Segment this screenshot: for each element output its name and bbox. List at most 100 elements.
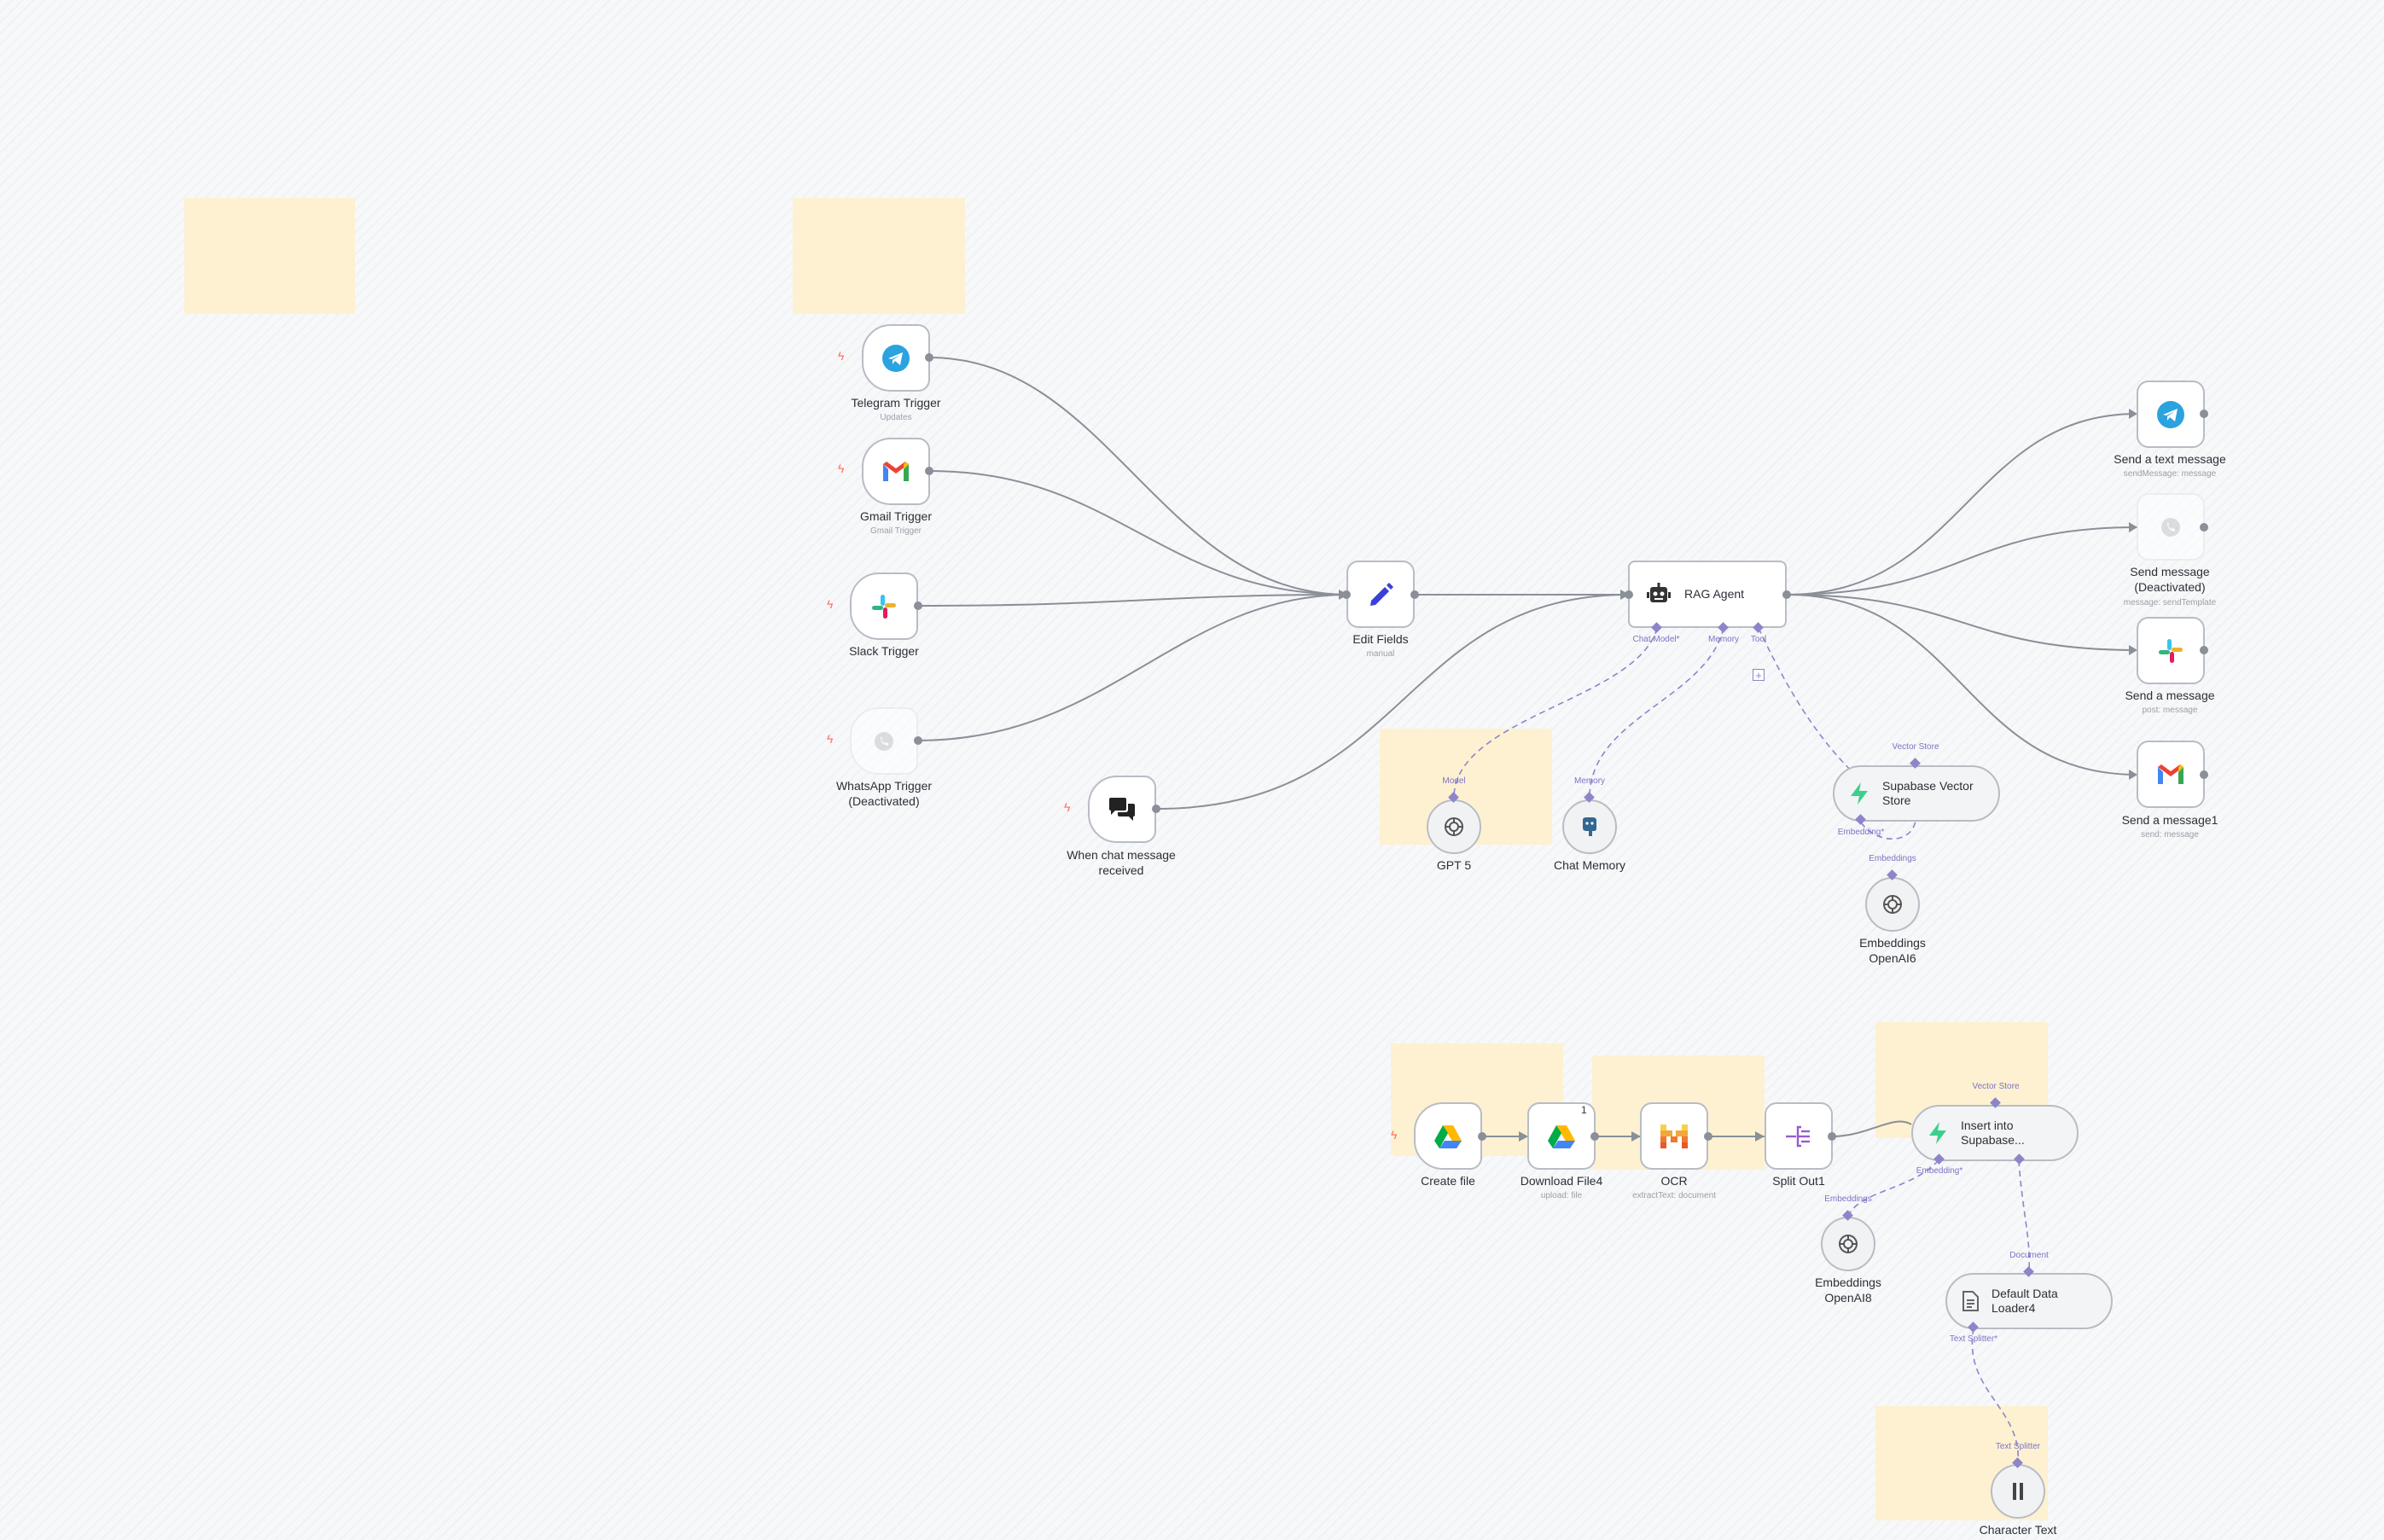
trigger-bolt-icon: ϟ [838, 349, 845, 363]
connection-line [1786, 594, 2138, 776]
input-port[interactable] [1625, 590, 1633, 599]
node-title: RAG Agent [1684, 587, 1745, 601]
output-port[interactable] [1590, 1132, 1599, 1141]
ocr-node[interactable] [1640, 1102, 1708, 1170]
port-label: Document [2009, 1251, 2049, 1260]
connection-line [917, 594, 1349, 741]
node-subtitle: sendMessage: message [2123, 469, 2217, 479]
node-subtitle: message: sendTemplate [2123, 598, 2217, 607]
telegram-trigger-node[interactable] [862, 324, 930, 392]
gpt5-node[interactable] [1427, 799, 1481, 854]
output-port[interactable] [1704, 1132, 1712, 1141]
rag-agent-node[interactable]: RAG Agent [1628, 561, 1787, 628]
sticky-note[interactable] [793, 198, 965, 314]
slack-icon [872, 594, 896, 619]
whatsapp-icon [875, 731, 893, 751]
trigger-bolt-icon: ϟ [827, 732, 834, 746]
robot-icon [1647, 582, 1671, 602]
node-title: Send a message1 [2121, 813, 2218, 827]
sub-connection-line [1589, 627, 1724, 798]
output-port[interactable] [1152, 805, 1160, 813]
download-file-node[interactable] [1527, 1102, 1596, 1170]
port-label: Tool [1750, 635, 1767, 644]
split-out-node[interactable] [1765, 1102, 1833, 1170]
node-subtitle: Updates [880, 413, 912, 422]
gmail-icon [883, 461, 909, 481]
node-title: Download File4 [1520, 1174, 1603, 1188]
output-port[interactable] [925, 353, 933, 362]
sticky-note[interactable] [184, 198, 355, 314]
port-label: Model [1442, 776, 1466, 786]
node-title: GPT 5 [1436, 858, 1472, 872]
pencil-icon [1370, 582, 1393, 606]
output-port[interactable] [1478, 1132, 1486, 1141]
port-label: Vector Store [1972, 1082, 2020, 1091]
whatsapp-trigger-node[interactable] [850, 707, 918, 775]
openai-icon [1445, 817, 1463, 836]
connection-line [917, 594, 1349, 607]
gmail-trigger-node[interactable] [862, 438, 930, 505]
telegram-icon [882, 344, 910, 372]
port-label: Embedding* [1916, 1166, 1963, 1176]
document-icon [1962, 1291, 1979, 1311]
telegram-icon [2157, 400, 2184, 428]
output-port[interactable] [2200, 770, 2208, 779]
output-port[interactable] [1410, 590, 1419, 599]
send-gmail-message-node[interactable] [2137, 741, 2205, 808]
output-port[interactable] [1782, 590, 1791, 599]
output-port[interactable] [1828, 1132, 1836, 1141]
whatsapp-icon [2161, 517, 2180, 537]
node-title: Send a message [2125, 689, 2215, 702]
connection-line [1786, 526, 2138, 596]
output-port[interactable] [2200, 523, 2208, 532]
slack-trigger-node[interactable] [850, 572, 918, 640]
edit-fields-node[interactable] [1346, 561, 1415, 628]
supabase-icon [1851, 782, 1868, 805]
input-port[interactable] [1342, 590, 1351, 599]
default-data-loader-node[interactable]: Default Data Loader4 [1945, 1273, 2113, 1329]
send-whatsapp-message-node[interactable] [2137, 493, 2205, 561]
output-port[interactable] [914, 736, 922, 745]
send-text-message-node[interactable] [2137, 381, 2205, 448]
chat-trigger-node[interactable] [1088, 776, 1156, 843]
chat-bubbles-icon [1109, 797, 1135, 821]
node-subtitle: extractText: document [1632, 1191, 1716, 1200]
node-title: WhatsApp Trigger (Deactivated) [835, 779, 933, 808]
node-title: Gmail Trigger [859, 509, 933, 523]
port-label: Embeddings [1824, 1194, 1872, 1204]
output-port[interactable] [2200, 646, 2208, 654]
chat-memory-node[interactable] [1562, 799, 1617, 854]
node-subtitle: upload: file [1540, 1191, 1583, 1200]
send-slack-message-node[interactable] [2137, 617, 2205, 684]
google-drive-icon [1434, 1124, 1462, 1148]
item-count-badge: 1 [1581, 1104, 1587, 1116]
supabase-icon [1929, 1122, 1946, 1144]
openai-icon [1883, 895, 1902, 914]
node-title: Split Out1 [1772, 1174, 1825, 1188]
supabase-vector-store-node[interactable]: Supabase Vector Store [1833, 765, 2000, 822]
output-port[interactable] [925, 467, 933, 475]
node-subtitle: Gmail Trigger [869, 526, 922, 536]
insert-supabase-node[interactable]: Insert into Supabase... [1911, 1105, 2079, 1161]
port-label: Vector Store [1892, 742, 1939, 752]
node-title: Telegram Trigger [851, 396, 941, 410]
port-label: Memory [1573, 776, 1606, 786]
output-port[interactable] [2200, 410, 2208, 418]
node-subtitle: post: message [2142, 706, 2198, 715]
character-text-splitter-node[interactable] [1991, 1464, 2045, 1519]
node-subtitle: send: message [2141, 830, 2199, 840]
add-tool-button[interactable]: + [1753, 669, 1765, 681]
node-title: Edit Fields [1352, 632, 1409, 646]
node-title: Embeddings OpenAI8 [1815, 1276, 1881, 1305]
port-label: Embeddings [1869, 854, 1916, 863]
output-port[interactable] [914, 601, 922, 610]
node-title: Default Data Loader4 [1992, 1287, 2058, 1315]
node-title: Supabase Vector Store [1882, 779, 1974, 807]
embeddings-openai8-node[interactable] [1821, 1217, 1875, 1271]
connection-line [1786, 413, 2138, 596]
node-title: Character Text [1979, 1523, 2057, 1537]
embeddings-openai6-node[interactable] [1865, 877, 1920, 932]
create-file-node[interactable] [1414, 1102, 1482, 1170]
node-title: Slack Trigger [849, 644, 919, 658]
